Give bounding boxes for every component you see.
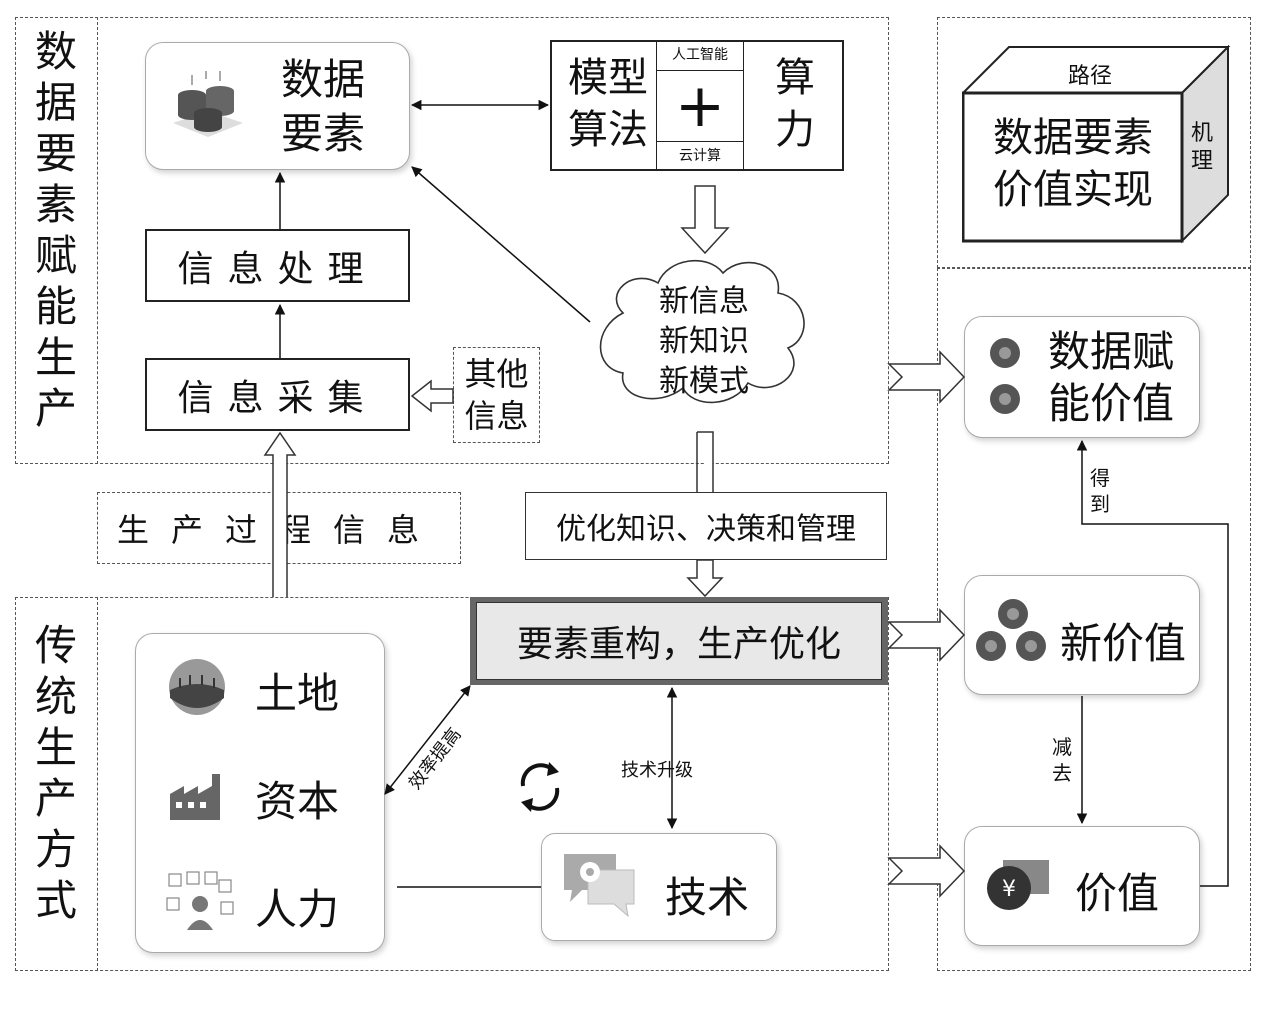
factory-icon [170, 774, 220, 820]
cloud-shape [599, 259, 805, 404]
technology-label: 技术 [665, 873, 750, 922]
land-label: 土地 [255, 669, 340, 718]
optimize-box: 优化知识、决策和管理 [525, 492, 887, 560]
arrow-cloud-to-data [411, 166, 591, 323]
arrow-value-obtain [1076, 439, 1229, 887]
model-compute-box [550, 40, 844, 171]
restructure-box: 要素重构，生产优化 [470, 597, 888, 685]
hollow-arrow-process-to-collection [263, 431, 297, 597]
data-elements-box: 数据要素 [145, 42, 410, 170]
other-info-box: 其他信息 [453, 347, 540, 443]
center-cell: 人工智能 + 云计算 [656, 40, 744, 171]
people-icon [166, 871, 234, 930]
chevron-arrow-top [887, 350, 966, 404]
model-algorithm-label: 模型算法 [568, 55, 648, 153]
database-icon [173, 71, 243, 137]
restructure-label: 要素重构，生产优化 [476, 602, 882, 680]
chevron-arrow-bottom [887, 844, 966, 898]
hollow-arrow-other-info [410, 379, 454, 413]
mechanism-cube [962, 45, 1231, 244]
coin-icon [990, 338, 1020, 414]
info-processing-box: 信息处理 [145, 229, 410, 302]
data-empower-value-label: 数据赋能价值 [1048, 327, 1175, 428]
mechanism-section [937, 17, 1251, 268]
plus-sign: + [674, 71, 726, 141]
gear-chat-icon [564, 854, 635, 918]
subtract-label: 减去 [1052, 735, 1072, 785]
labor-label: 人力 [255, 885, 340, 934]
compute-label: 算力 [775, 55, 815, 153]
new-value-label: 新价值 [1060, 619, 1187, 668]
ai-label: 人工智能 [657, 40, 743, 71]
obtain-label: 得到 [1090, 466, 1110, 516]
land-icon [169, 659, 225, 715]
arrow-efficiency [384, 685, 471, 795]
new-value-box [964, 575, 1200, 695]
money-icon: ¥ [987, 860, 1049, 910]
chevron-arrow-mid [887, 608, 966, 662]
value-section [937, 268, 1251, 971]
cube-front-label: 数据要素价值实现 [993, 115, 1153, 213]
traditional-production-label: 传统生产方式 [34, 621, 77, 925]
coins-icon [976, 599, 1046, 661]
data-elements-label: 数据要素 [281, 55, 366, 158]
cube-side-label: 机理 [1190, 121, 1213, 174]
cloud-computing-label: 云计算 [657, 141, 743, 171]
traditional-production-label-frame [15, 597, 98, 971]
hollow-arrow-cloud-down [686, 431, 724, 598]
info-collection-box: 信息采集 [145, 358, 410, 431]
cube-top-label: 路径 [1067, 64, 1112, 89]
value-label: 价值 [1075, 869, 1160, 918]
capital-label: 资本 [255, 777, 340, 826]
digital-production-label-frame [15, 17, 98, 464]
hollow-arrow-model-to-cloud [680, 185, 730, 255]
svg-text:¥: ¥ [1002, 877, 1016, 902]
digital-production-label: 数据要素赋能生产 [34, 27, 77, 433]
cycle-icon [520, 762, 560, 812]
cloud-text: 新信息新知识新模式 [659, 284, 749, 399]
